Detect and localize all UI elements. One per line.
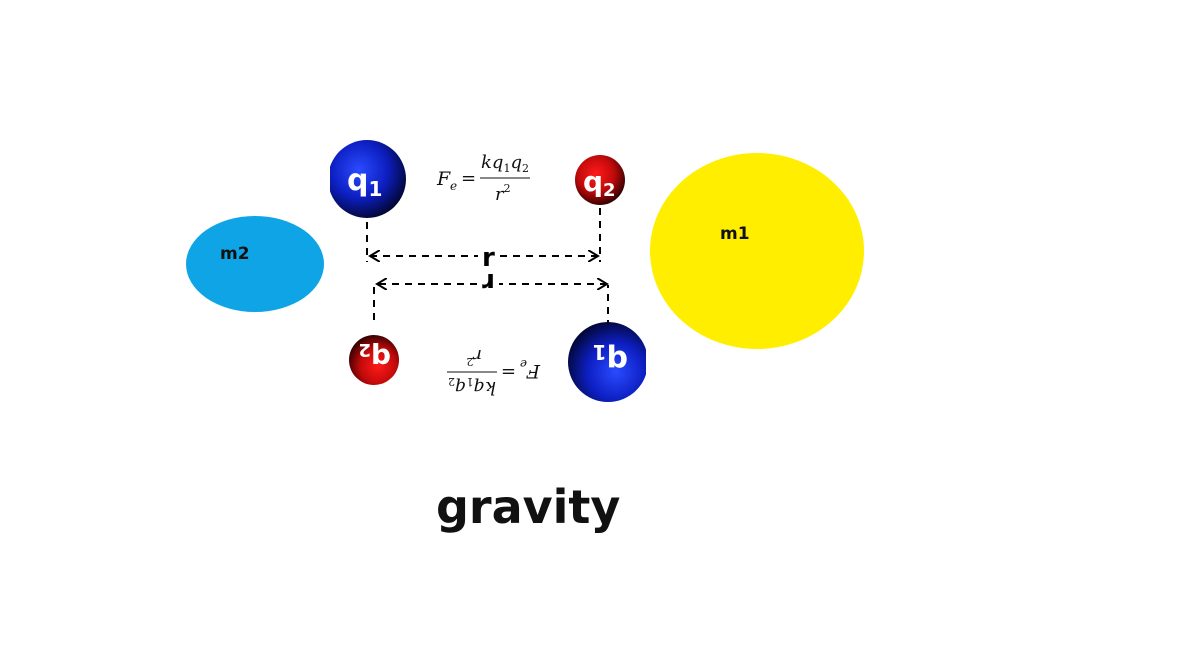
charge-bottom-left: q2 xyxy=(349,335,399,385)
charge-bottom-left-sub: 2 xyxy=(358,339,371,360)
diagram-title: gravity xyxy=(436,480,621,534)
formula-top-numerator: kq1q2 xyxy=(481,152,529,175)
mass-small xyxy=(186,216,324,312)
svg-text:q2: q2 xyxy=(583,165,616,201)
svg-text:q1: q1 xyxy=(593,340,628,378)
charge-top-left: q1 xyxy=(322,135,406,225)
charge-top-left-base: q xyxy=(347,163,368,198)
formula-bottom: F e = kq1q2 r2 xyxy=(447,345,541,398)
charge-bottom-right-base: q xyxy=(607,343,628,378)
charge-bottom-right: q1 xyxy=(568,315,655,407)
mass-large xyxy=(650,153,864,349)
formula-top: F e = kq1q2 r2 xyxy=(436,152,530,205)
distance-label-top: r xyxy=(482,243,495,273)
charge-top-left-sphere xyxy=(328,140,406,218)
formula-top-lhs-sub: e xyxy=(450,179,457,193)
distance-label-bottom: r xyxy=(482,267,495,297)
charge-bottom-left-sphere xyxy=(349,335,399,385)
charge-bottom-right-sphere xyxy=(568,322,648,402)
formula-bottom-eq: = xyxy=(501,361,516,382)
charge-top-right-base: q xyxy=(583,165,603,198)
mirrored-diagram: r q1 q2 F e = kq1q2 xyxy=(349,267,655,407)
charge-top-right-sphere xyxy=(575,155,625,205)
charge-bottom-right-sub: 1 xyxy=(593,340,607,364)
formula-top-denominator: r2 xyxy=(495,182,511,205)
svg-text:q1: q1 xyxy=(347,163,382,201)
formula-top-eq: = xyxy=(461,168,476,189)
formula-bottom-numerator: kq1q2 xyxy=(448,375,496,398)
formula-bottom-lhs: F xyxy=(526,360,541,382)
mass-small-label: m2 xyxy=(220,244,250,264)
formula-bottom-lhs-sub: e xyxy=(520,357,527,371)
charge-top-left-sub: 1 xyxy=(368,177,382,201)
charge-bottom-left-base: q xyxy=(371,342,391,375)
formula-top-lhs: F xyxy=(436,168,451,190)
formula-bottom-denominator: r2 xyxy=(466,345,482,368)
charge-top-right-sub: 2 xyxy=(603,180,616,201)
svg-text:q2: q2 xyxy=(358,339,391,375)
charge-top-right: q2 xyxy=(575,155,625,205)
mass-large-label: m1 xyxy=(720,224,750,244)
